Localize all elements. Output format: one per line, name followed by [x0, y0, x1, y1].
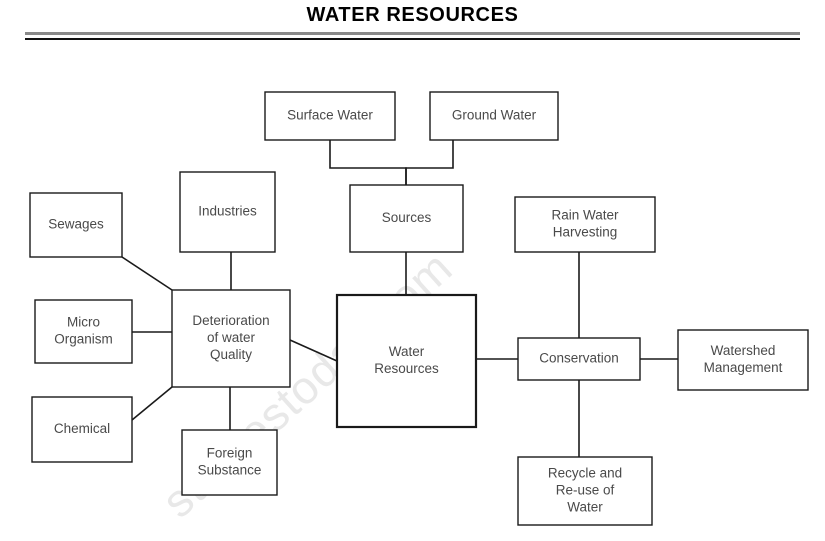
- node-label-foreign_substance: Substance: [198, 463, 262, 478]
- node-label-chemical: Chemical: [54, 421, 110, 436]
- node-sewages[interactable]: Sewages: [29, 192, 123, 258]
- node-conservation[interactable]: Conservation: [517, 337, 641, 381]
- node-box-foreign_substance: [181, 429, 278, 496]
- node-box-conservation: [517, 337, 641, 381]
- node-label-conservation: Conservation: [539, 351, 619, 366]
- node-box-surface_water: [264, 91, 396, 141]
- node-label-sewages: Sewages: [48, 217, 104, 232]
- connector-chemical-to-deterioration: [131, 386, 173, 421]
- node-box-rain_water_harvesting: [514, 196, 656, 253]
- connector-sewages-to-deterioration: [121, 256, 173, 291]
- title-rule-gray: [25, 32, 800, 35]
- page-title: WATER RESOURCES: [306, 4, 519, 26]
- node-box-water_resources: [335, 293, 478, 429]
- node-label-micro_organism: Organism: [54, 332, 113, 347]
- connector-surface_water-to-sources: [329, 140, 407, 185]
- node-label-deterioration: of water: [207, 330, 256, 345]
- node-label-deterioration: Quality: [210, 347, 252, 362]
- node-box-ground_water: [429, 91, 559, 141]
- node-label-micro_organism: Micro: [67, 315, 100, 330]
- node-sources[interactable]: Sources: [349, 184, 464, 253]
- node-ground_water[interactable]: Ground Water: [429, 91, 559, 141]
- node-label-industries: Industries: [198, 204, 257, 219]
- node-label-sources: Sources: [382, 210, 432, 225]
- node-label-rain_water_harvesting: Harvesting: [553, 225, 618, 240]
- node-box-micro_organism: [34, 299, 133, 364]
- node-box-watershed_management: [677, 329, 809, 391]
- node-label-surface_water: Surface Water: [287, 108, 373, 123]
- node-label-rain_water_harvesting: Rain Water: [551, 208, 619, 223]
- node-box-industries: [179, 171, 276, 253]
- connector-deterioration-to-water_resources: [289, 339, 338, 362]
- node-label-ground_water: Ground Water: [452, 108, 537, 123]
- node-label-watershed_management: Watershed: [711, 343, 776, 358]
- node-box-sources: [349, 184, 464, 253]
- node-industries[interactable]: Industries: [179, 171, 276, 253]
- node-label-deterioration: Deterioration: [192, 313, 269, 328]
- title-rule-black: [25, 38, 800, 40]
- node-label-watershed_management: Management: [704, 360, 783, 375]
- node-surface_water[interactable]: Surface Water: [264, 91, 396, 141]
- node-label-recycle_reuse: Water: [567, 500, 603, 515]
- connector-layer: [121, 140, 678, 457]
- node-label-recycle_reuse: Recycle and: [548, 466, 622, 481]
- node-chemical[interactable]: Chemical: [31, 396, 133, 463]
- node-label-foreign_substance: Foreign: [207, 446, 253, 461]
- node-box-chemical: [31, 396, 133, 463]
- node-label-water_resources: Resources: [374, 361, 439, 376]
- node-label-recycle_reuse: Re-use of: [556, 483, 615, 498]
- node-box-deterioration: [171, 289, 291, 388]
- node-label-water_resources: Water: [389, 344, 425, 359]
- node-box-recycle_reuse: [517, 456, 653, 526]
- node-box-sewages: [29, 192, 123, 258]
- connector-ground_water-to-sources: [405, 140, 454, 185]
